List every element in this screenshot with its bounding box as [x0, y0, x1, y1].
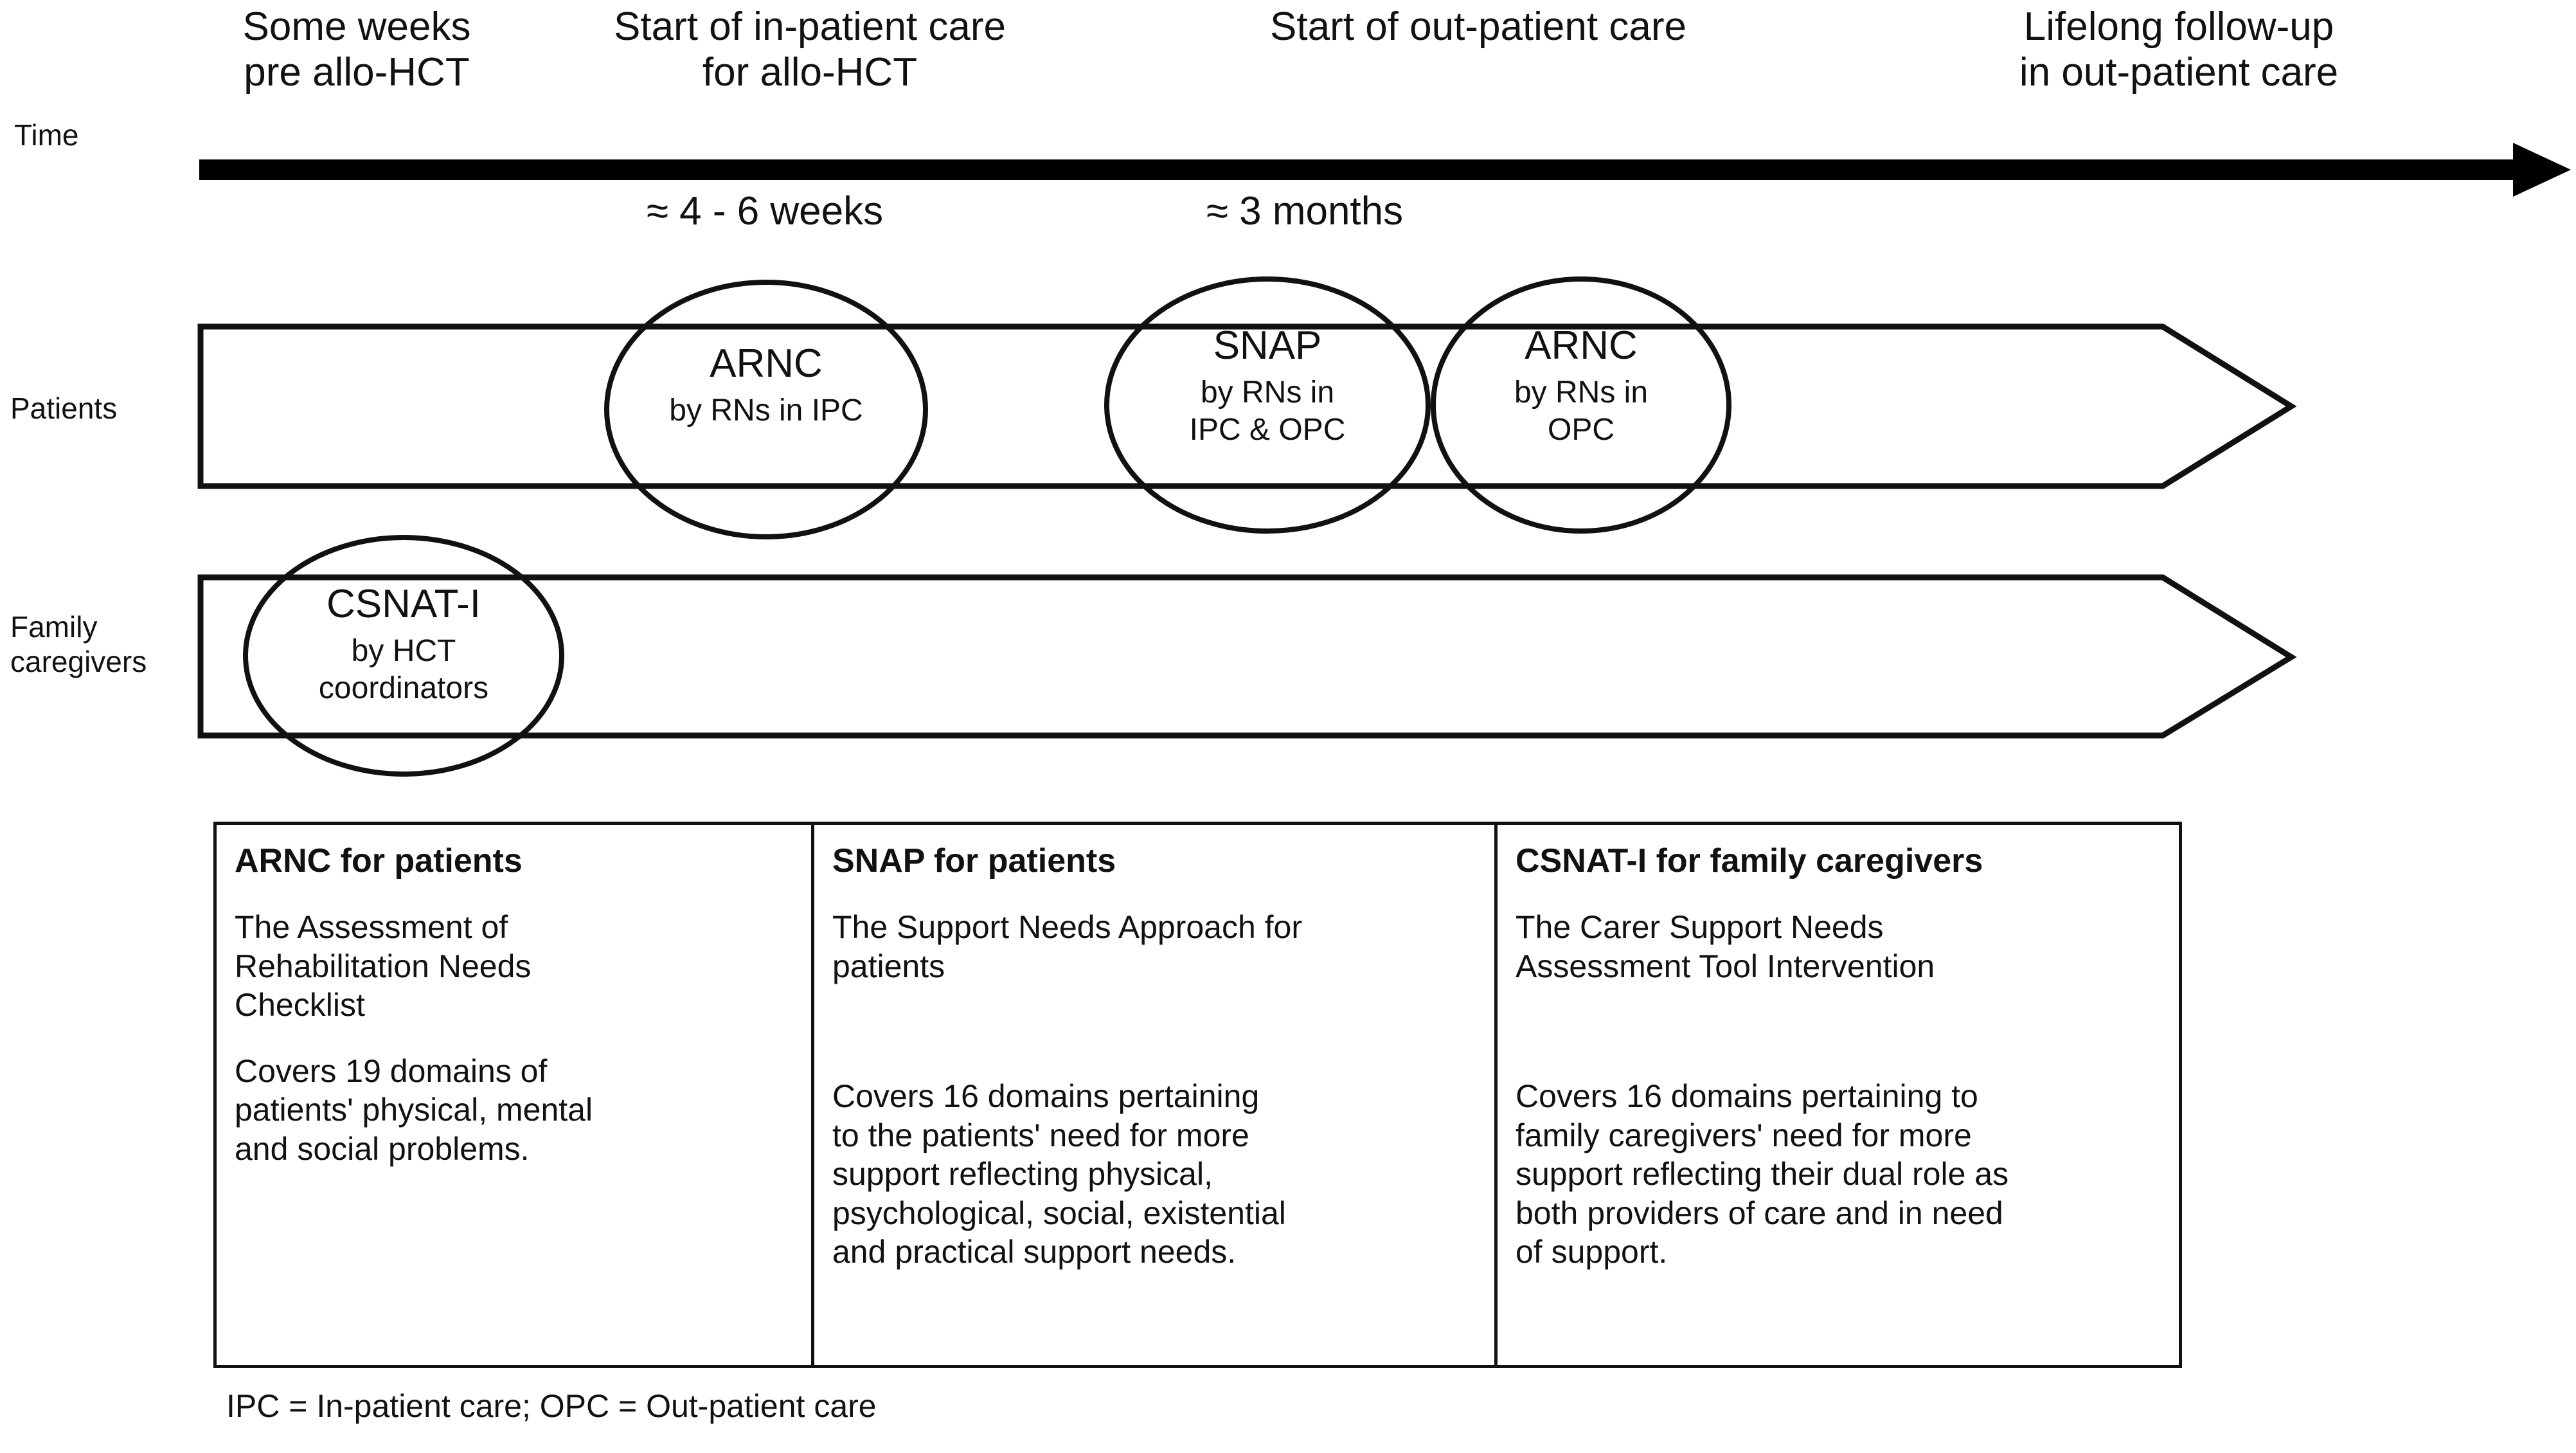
duration-label-weeks-4-6: ≈ 4 - 6 weeks [646, 189, 884, 233]
definition-coverage: Covers 19 domains of patients' physical,… [235, 1052, 593, 1167]
assessment-ellipse-arnc-opc[interactable] [1431, 276, 1731, 534]
definition-expansion: The Assessment of Rehabilitation Needs C… [235, 909, 532, 1024]
definition-cell-snap: SNAP for patients The Support Needs Appr… [811, 825, 1494, 1365]
definition-title: ARNC for patients [235, 842, 523, 880]
definition-title: CSNAT-I for family caregivers [1516, 842, 1983, 880]
abbreviation-footnote: IPC = In-patient care; OPC = Out-patient… [226, 1388, 877, 1424]
milestone-label-pre-hct: Some weeks pre allo-HCT [242, 5, 471, 95]
axis-label-time: Time [14, 118, 79, 152]
duration-label-months-3: ≈ 3 months [1206, 189, 1404, 233]
definition-coverage: Covers 16 domains pertaining to family c… [1516, 1078, 2009, 1270]
patients-track-bar [197, 323, 2297, 489]
milestone-label-start-outpatient: Start of out-patient care [1270, 5, 1686, 49]
definition-expansion: The Carer Support Needs Assessment Tool … [1516, 909, 1935, 984]
assessment-ellipse-arnc-ipc[interactable] [604, 280, 928, 539]
definition-cell-csnat: CSNAT-I for family caregivers The Carer … [1494, 825, 2179, 1365]
definition-title: SNAP for patients [832, 842, 1116, 880]
definition-coverage: Covers 16 domains pertaining to the pati… [832, 1078, 1286, 1270]
family-caregivers-track-bar [197, 574, 2297, 739]
definitions-table: ARNC for patients The Assessment of Reha… [213, 822, 2182, 1368]
assessment-ellipse-csnat-i[interactable] [243, 535, 564, 777]
milestone-label-lifelong-followup: Lifelong follow-up in out-patient care [2019, 5, 2339, 95]
milestone-label-start-inpatient: Start of in-patient care for allo-HCT [614, 5, 1006, 95]
definition-expansion: The Support Needs Approach for patients [832, 909, 1303, 984]
timeline-arrow-icon [199, 143, 2571, 197]
axis-label-patients: Patients [10, 392, 118, 425]
assessment-ellipse-snap[interactable] [1104, 276, 1431, 534]
definition-cell-arnc: ARNC for patients The Assessment of Reha… [217, 825, 811, 1365]
axis-label-family-caregivers: Family caregivers [10, 610, 147, 679]
